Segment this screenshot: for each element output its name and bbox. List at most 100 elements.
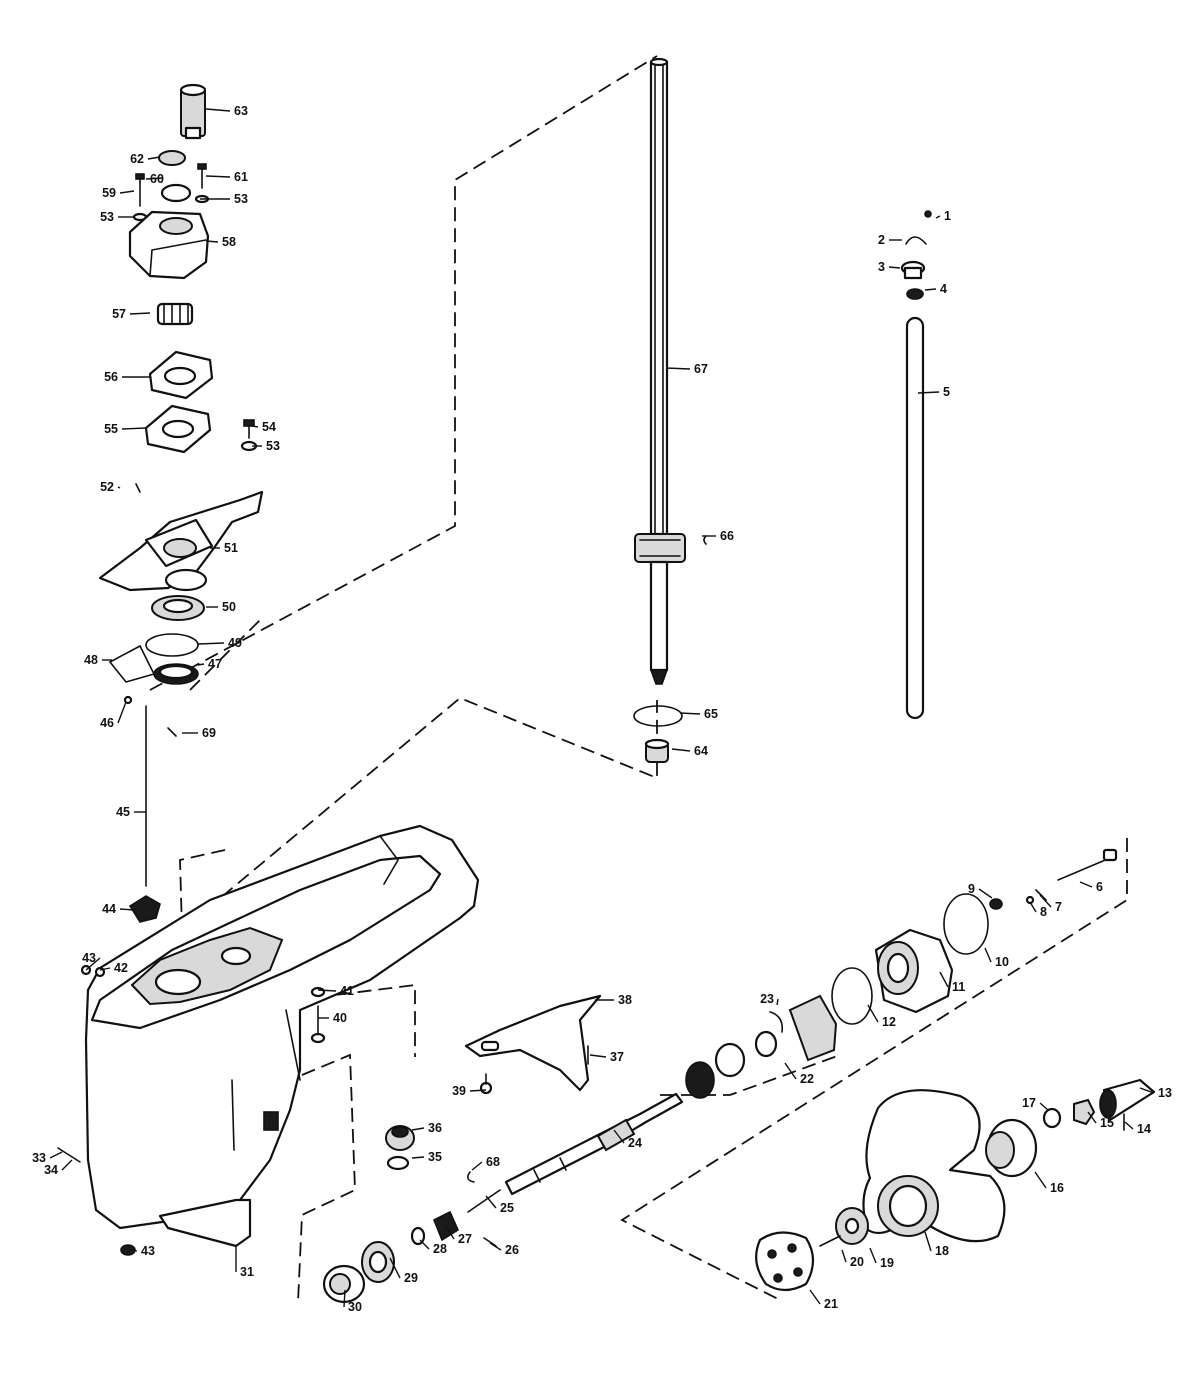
callout-leader-7	[1039, 894, 1052, 908]
callout-label-43: 43	[82, 951, 96, 965]
callout-label-17: 17	[1022, 1096, 1036, 1110]
callout-label-23: 23	[760, 992, 774, 1006]
bearing-carrier	[831, 848, 1118, 1025]
callout-leader-24	[613, 1129, 625, 1144]
callout-leader-19	[869, 1247, 877, 1264]
callout-label-8: 8	[1040, 905, 1047, 919]
callout-label-55: 55	[104, 422, 118, 436]
callout-leader-68	[471, 1161, 483, 1171]
callout-leader-22	[784, 1062, 797, 1080]
callout-label-60: 60	[150, 172, 164, 186]
callout-leader-25	[485, 1195, 497, 1209]
callout-leader-28	[419, 1239, 430, 1250]
pinion-gear	[385, 1125, 415, 1171]
callout-label-45: 45	[116, 805, 130, 819]
callout-leader-3	[888, 266, 901, 269]
callout-label-13: 13	[1158, 1086, 1172, 1100]
callout-label-22: 22	[800, 1072, 814, 1086]
callout-label-68: 68	[486, 1155, 500, 1169]
callout-leader-37	[589, 1054, 607, 1058]
callout-leader-47	[197, 663, 205, 666]
callout-leader-5	[917, 391, 940, 394]
callout-label-41: 41	[340, 984, 354, 998]
callout-label-31: 31	[240, 1265, 254, 1279]
callout-label-56: 56	[104, 370, 118, 384]
callout-leader-57	[129, 312, 151, 315]
callout-label-1: 1	[944, 209, 951, 223]
callout-label-39: 39	[452, 1084, 466, 1098]
callout-label-5: 5	[943, 385, 950, 399]
callout-leader-65	[679, 712, 701, 715]
callout-label-40: 40	[333, 1011, 347, 1025]
callout-leader-63	[205, 108, 231, 112]
callout-leader-61	[205, 175, 231, 178]
callout-label-30: 30	[348, 1300, 362, 1314]
callout-leader-67	[665, 367, 691, 370]
gear-housing	[57, 824, 480, 1256]
callout-label-51: 51	[224, 541, 238, 555]
callout-label-43: 43	[141, 1244, 155, 1258]
callout-label-6: 6	[1096, 880, 1103, 894]
callout-leader-43	[127, 1248, 138, 1252]
callout-label-19: 19	[880, 1256, 894, 1270]
callout-label-52: 52	[100, 480, 114, 494]
callout-leader-18	[924, 1231, 932, 1252]
callout-leader-17	[1039, 1102, 1049, 1111]
callout-leader-39	[469, 1089, 487, 1092]
callout-labels: 1234567891011121314151617181920212223242…	[32, 104, 1172, 1314]
callout-label-11: 11	[952, 980, 965, 994]
callout-label-26: 26	[505, 1243, 519, 1257]
callout-leader-54	[251, 425, 259, 428]
callout-leader-27	[444, 1224, 455, 1240]
callout-leader-4	[924, 288, 937, 291]
callout-label-64: 64	[694, 744, 708, 758]
callout-label-61: 61	[234, 170, 248, 184]
callout-leader-14	[1124, 1121, 1134, 1130]
callout-label-10: 10	[995, 955, 1009, 969]
callout-label-28: 28	[433, 1242, 447, 1256]
callout-label-69: 69	[202, 726, 216, 740]
callout-label-46: 46	[100, 716, 114, 730]
callout-label-4: 4	[940, 282, 947, 296]
shift-rod	[900, 210, 932, 720]
callout-leader-34	[61, 1159, 73, 1171]
callout-label-67: 67	[694, 362, 708, 376]
callout-leader-43	[85, 957, 101, 971]
propeller-assembly	[755, 1078, 1156, 1292]
callout-label-50: 50	[222, 600, 236, 614]
callout-label-21: 21	[824, 1297, 838, 1311]
callout-label-9: 9	[968, 882, 975, 896]
callout-label-2: 2	[878, 233, 885, 247]
callout-leader-55	[121, 427, 147, 430]
driveshaft	[633, 57, 707, 763]
callout-leader-60	[145, 177, 163, 180]
callout-label-29: 29	[404, 1271, 418, 1285]
callout-leader-12	[867, 1004, 879, 1023]
callout-leader-10	[984, 947, 992, 963]
callout-leader-30	[343, 1289, 346, 1308]
callout-leader-35	[411, 1156, 425, 1159]
callout-leader-46	[117, 701, 127, 724]
callout-leader-15	[1087, 1111, 1097, 1124]
callout-label-53: 53	[266, 439, 280, 453]
propeller-shaft-assembly	[322, 994, 838, 1304]
callout-label-58: 58	[222, 235, 236, 249]
mount-screw	[310, 986, 326, 1044]
callout-label-18: 18	[935, 1244, 949, 1258]
callout-label-34: 34	[44, 1163, 58, 1177]
callout-leader-6	[1079, 881, 1093, 888]
callout-leader-11	[939, 971, 949, 988]
callout-label-57: 57	[112, 307, 126, 321]
callout-leader-20	[841, 1249, 847, 1263]
callout-label-53: 53	[234, 192, 248, 206]
callout-label-35: 35	[428, 1150, 442, 1164]
callout-leader-58	[205, 240, 219, 243]
callout-leader-42	[99, 967, 111, 971]
callout-label-65: 65	[704, 707, 718, 721]
callout-leader-26	[489, 1242, 502, 1251]
callout-leader-16	[1034, 1171, 1047, 1189]
callout-label-33: 33	[32, 1151, 46, 1165]
callout-label-27: 27	[458, 1232, 472, 1246]
callout-leader-8	[1029, 901, 1037, 913]
